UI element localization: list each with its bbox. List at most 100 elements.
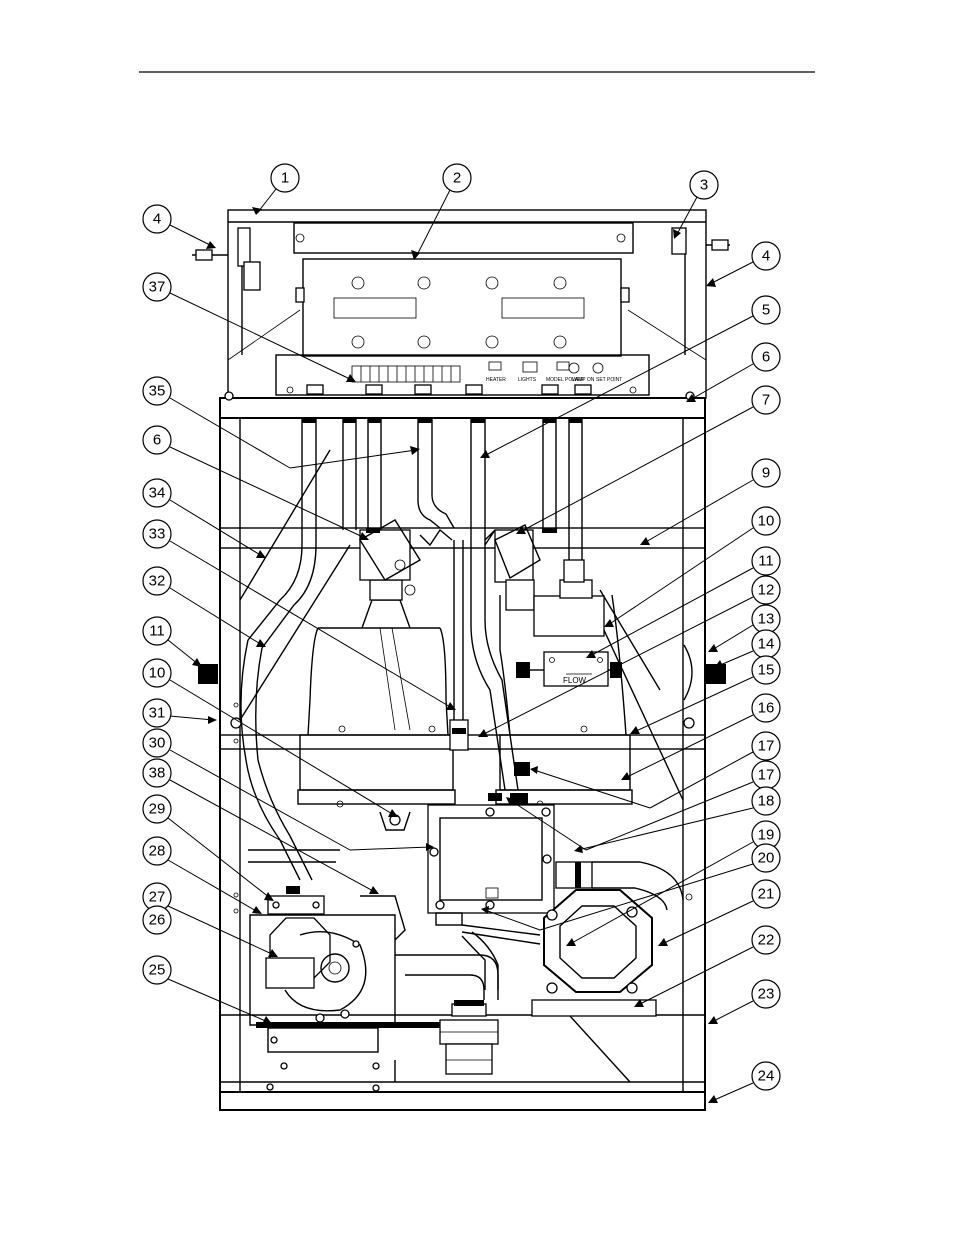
callout-32: 32 bbox=[142, 566, 172, 596]
left-sight-gauge bbox=[198, 664, 218, 684]
callout-34: 34 bbox=[142, 478, 172, 508]
svg-text:28: 28 bbox=[149, 843, 166, 860]
junction-box bbox=[427, 804, 555, 990]
side-connector bbox=[555, 861, 684, 911]
svg-text:30: 30 bbox=[149, 735, 166, 752]
svg-text:10: 10 bbox=[758, 513, 775, 530]
callout-17-top: 17 bbox=[751, 731, 781, 761]
svg-text:17: 17 bbox=[758, 738, 775, 755]
svg-text:21: 21 bbox=[758, 886, 775, 903]
switch-label-model-power: MODEL POWER bbox=[546, 377, 584, 383]
svg-text:15: 15 bbox=[758, 662, 775, 679]
callout-30: 30 bbox=[142, 728, 172, 758]
svg-text:9: 9 bbox=[762, 465, 770, 482]
svg-text:23: 23 bbox=[758, 986, 775, 1003]
callout-33: 33 bbox=[142, 519, 172, 549]
switch-label-lights: LIGHTS bbox=[518, 377, 537, 383]
center-rod bbox=[419, 528, 496, 751]
callout-26: 26 bbox=[142, 905, 172, 935]
callout-4-right: 4 bbox=[751, 241, 781, 271]
svg-text:7: 7 bbox=[762, 392, 770, 409]
callout-16: 16 bbox=[751, 693, 781, 723]
svg-text:11: 11 bbox=[149, 623, 165, 640]
flow-meter bbox=[543, 651, 609, 687]
svg-text:29: 29 bbox=[149, 801, 166, 818]
svg-text:1: 1 bbox=[281, 170, 289, 187]
svg-text:38: 38 bbox=[149, 765, 166, 782]
svg-text:4: 4 bbox=[153, 211, 161, 228]
svg-text:26: 26 bbox=[149, 912, 166, 929]
callout-21: 21 bbox=[751, 879, 781, 909]
terminal-strip bbox=[351, 365, 461, 383]
callout-3: 3 bbox=[689, 170, 719, 200]
callout-35: 35 bbox=[142, 376, 172, 406]
svg-text:17: 17 bbox=[758, 767, 775, 784]
callout-37: 37 bbox=[142, 272, 172, 302]
svg-text:16: 16 bbox=[758, 700, 775, 717]
callout-9: 9 bbox=[751, 458, 781, 488]
callout-20: 20 bbox=[751, 843, 781, 873]
callout-17-bottom: 17 bbox=[751, 760, 781, 790]
callout-24: 24 bbox=[751, 1061, 781, 1091]
callout-38: 38 bbox=[142, 758, 172, 788]
svg-text:13: 13 bbox=[758, 611, 775, 628]
svg-text:19: 19 bbox=[758, 827, 775, 844]
svg-text:24: 24 bbox=[758, 1068, 775, 1085]
callout-31: 31 bbox=[142, 698, 172, 728]
right-sight-gauge bbox=[706, 664, 726, 684]
callout-10-right: 10 bbox=[751, 506, 781, 536]
callout-11-left: 11 bbox=[142, 616, 172, 646]
svg-text:12: 12 bbox=[758, 582, 775, 599]
callout-10-left: 10 bbox=[142, 658, 172, 688]
callout-18: 18 bbox=[751, 786, 781, 816]
svg-text:2: 2 bbox=[453, 170, 461, 187]
callout-29: 29 bbox=[142, 794, 172, 824]
svg-text:10: 10 bbox=[149, 665, 166, 682]
callout-12: 12 bbox=[751, 575, 781, 605]
right-tank-assembly: FLOW bbox=[488, 524, 633, 808]
control-box: HEATER LIGHTS MODEL POWER LAMP ON SET PO… bbox=[192, 209, 730, 399]
callout-23: 23 bbox=[751, 979, 781, 1009]
svg-text:11: 11 bbox=[758, 553, 774, 570]
switch-label-heater: HEATER bbox=[486, 377, 506, 383]
callout-4-left: 4 bbox=[142, 204, 172, 234]
flow-label: FLOW bbox=[563, 676, 587, 685]
callouts: 1 2 3 4 4 37 5 6 35 7 6 34 9 33 10 32 11… bbox=[142, 163, 781, 1103]
svg-text:3: 3 bbox=[700, 177, 708, 194]
callout-5: 5 bbox=[751, 295, 781, 325]
callout-6-right: 6 bbox=[751, 342, 781, 372]
callout-27: 27 bbox=[142, 882, 172, 912]
switch-label-lamp-on: LAMP ON bbox=[572, 377, 595, 383]
svg-text:6: 6 bbox=[153, 432, 161, 449]
svg-text:35: 35 bbox=[149, 383, 166, 400]
svg-text:20: 20 bbox=[758, 850, 775, 867]
svg-text:14: 14 bbox=[758, 636, 775, 653]
svg-text:22: 22 bbox=[758, 932, 775, 949]
svg-text:31: 31 bbox=[149, 705, 166, 722]
svg-text:5: 5 bbox=[762, 302, 770, 319]
callout-28: 28 bbox=[142, 836, 172, 866]
callout-1: 1 bbox=[270, 163, 300, 193]
callout-15: 15 bbox=[751, 655, 781, 685]
callout-11-right: 11 bbox=[751, 546, 781, 576]
left-tank-assembly bbox=[297, 519, 456, 831]
pump-assembly bbox=[531, 889, 657, 1083]
motor-assembly bbox=[240, 639, 499, 1092]
svg-text:4: 4 bbox=[762, 248, 770, 265]
callout-2: 2 bbox=[442, 163, 472, 193]
svg-text:33: 33 bbox=[149, 526, 166, 543]
callout-22: 22 bbox=[751, 925, 781, 955]
svg-text:27: 27 bbox=[149, 889, 166, 906]
svg-text:6: 6 bbox=[762, 349, 770, 366]
callout-19: 19 bbox=[751, 820, 781, 850]
svg-text:34: 34 bbox=[149, 485, 166, 502]
svg-text:32: 32 bbox=[149, 573, 166, 590]
callout-13: 13 bbox=[751, 604, 781, 634]
callout-7: 7 bbox=[751, 385, 781, 415]
vertical-tubes bbox=[247, 418, 583, 791]
svg-text:37: 37 bbox=[149, 279, 166, 296]
callout-25: 25 bbox=[142, 955, 172, 985]
switch-label-set-point: SET POINT bbox=[596, 377, 622, 383]
svg-text:25: 25 bbox=[149, 962, 166, 979]
